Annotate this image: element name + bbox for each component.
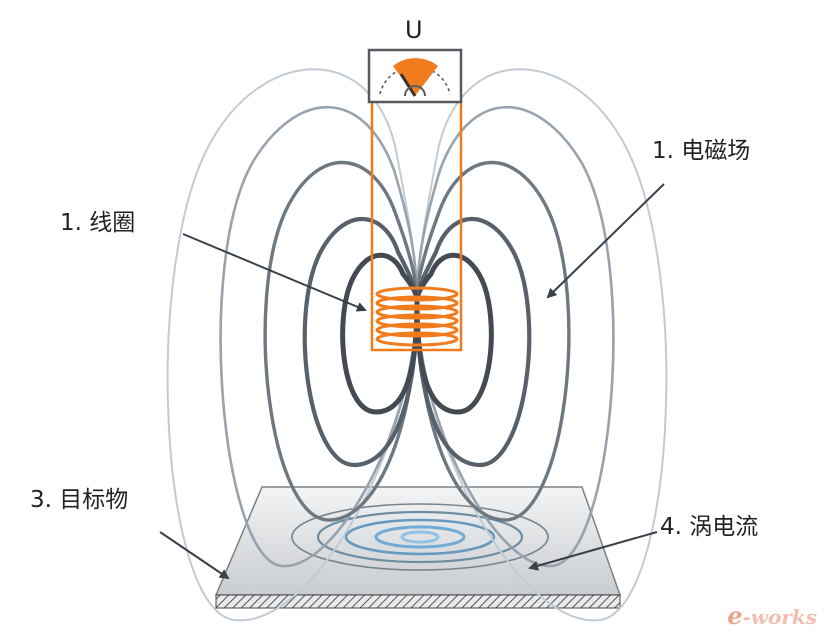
coil-pointer [182, 233, 367, 312]
eddy-current-rings [291, 503, 549, 571]
voltage-label: U [405, 16, 423, 44]
target-pointer [159, 531, 230, 580]
coil-label: 1. 线圈 [60, 210, 136, 236]
voltmeter [367, 48, 463, 104]
magnetic-field-lines [166, 68, 668, 622]
eddy-pointer [528, 531, 658, 571]
coil [370, 100, 463, 352]
logo: e-works [727, 601, 817, 630]
field-label: 1. 电磁场 [652, 138, 751, 164]
target-label: 3. 目标物 [30, 487, 129, 513]
eddy-label: 4. 涡电流 [660, 514, 759, 540]
field-pointer [546, 183, 665, 299]
pointer-arrows [159, 183, 665, 580]
